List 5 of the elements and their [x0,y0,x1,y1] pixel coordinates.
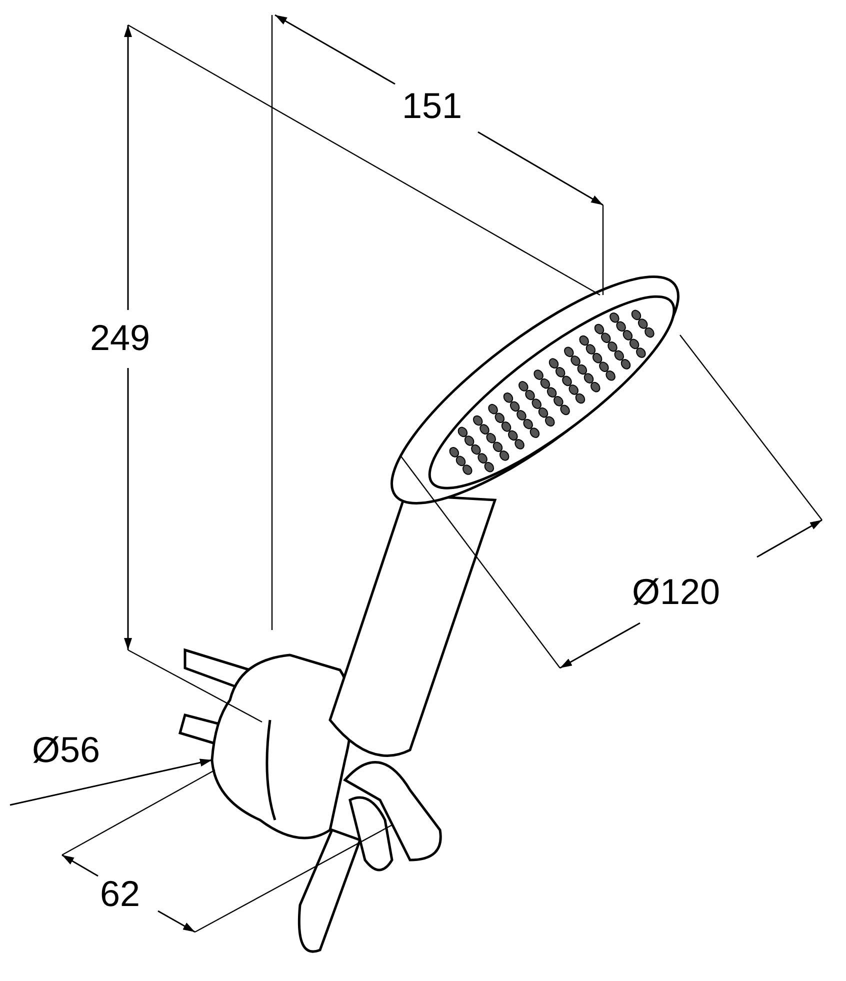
dimension-label: 62 [100,876,140,912]
dimension-label: Ø56 [32,732,100,768]
dimension-label: 249 [90,320,150,356]
dimension-label: Ø120 [632,574,720,610]
dimension-label: 151 [402,88,462,124]
